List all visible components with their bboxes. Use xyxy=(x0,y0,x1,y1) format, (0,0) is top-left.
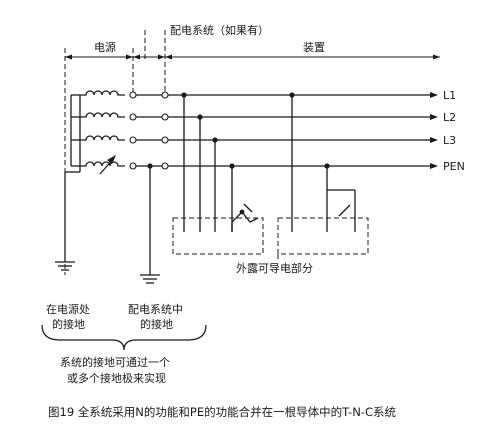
earth-in-distribution-line2: 的接地 xyxy=(140,317,173,331)
l1-label: L1 xyxy=(443,89,456,102)
terminals xyxy=(129,91,169,170)
distribution-system-label: 配电系统（如果有） xyxy=(170,23,269,37)
earth-at-source-line1: 在电源处 xyxy=(46,302,90,316)
note-line2: 或多个接地极来实现 xyxy=(67,371,166,385)
power-source-label: 电源 xyxy=(94,40,116,54)
equipment-2 xyxy=(277,92,369,255)
installation-label: 装置 xyxy=(303,41,325,54)
l2-label: L2 xyxy=(443,111,456,124)
top-dimension-lines xyxy=(64,30,440,275)
earth-in-distribution-line1: 配电系统中 xyxy=(128,303,183,316)
bus-conductors xyxy=(168,92,438,169)
note-line1: 系统的接地可通过一个 xyxy=(60,355,170,369)
source-windings xyxy=(70,90,125,175)
equipment-1 xyxy=(172,92,264,255)
distribution-earth xyxy=(140,163,160,284)
source-earth xyxy=(55,166,81,271)
l3-label: L3 xyxy=(443,134,456,147)
pen-label: PEN xyxy=(443,160,465,173)
earth-at-source-line2: 的接地 xyxy=(52,317,85,331)
exposed-parts-label: 外露可导电部分 xyxy=(236,261,313,275)
figure-caption: 图19 全系统采用N的功能和PE的功能合并在一根导体中的T-N-C系统 xyxy=(48,405,396,419)
grouping-brace xyxy=(41,324,207,351)
